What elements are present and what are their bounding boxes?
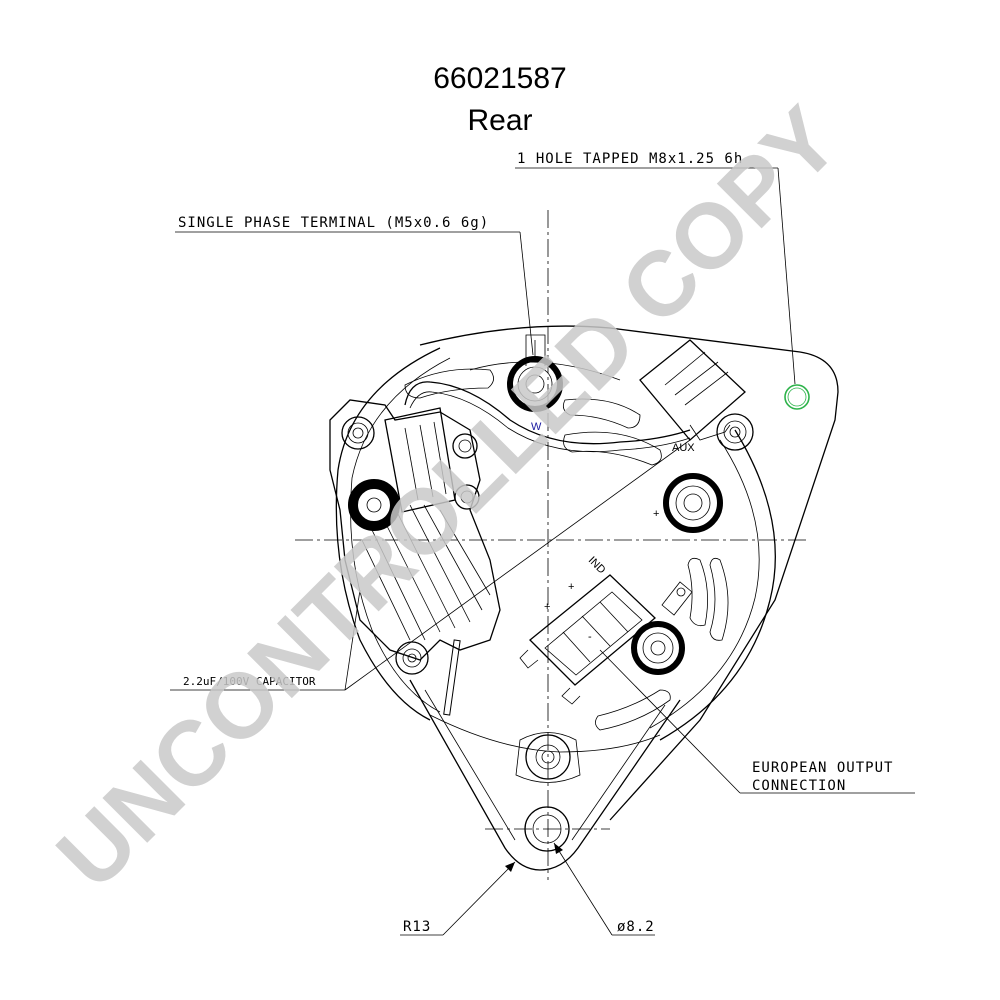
capacitor-callout: 2.2uF/100V CAPACITOR: [183, 675, 316, 688]
part-number-title: 66021587: [433, 62, 566, 95]
callout-texts: 1 HOLE TAPPED M8x1.25 6h SINGLE PHASE TE…: [178, 151, 893, 935]
plus-label-b: +: [653, 508, 659, 520]
terminal-markings: AUX + IND + + -: [544, 442, 695, 643]
leader-lines: [170, 167, 915, 936]
housing-outline: [335, 325, 839, 871]
top-connector: [639, 339, 746, 441]
plus-label-left: +: [544, 601, 550, 613]
aux-label: AUX: [672, 442, 695, 454]
ind-label: IND: [586, 554, 608, 576]
lower-right-terminal: [631, 621, 685, 675]
watermark: UNCONTROLLED COPY: [38, 88, 858, 908]
european-output-connector: [519, 574, 656, 705]
ind-tab: [661, 581, 693, 616]
single-phase-callout: SINGLE PHASE TERMINAL (M5x0.6 6g): [178, 215, 489, 231]
european-output-line1: EUROPEAN OUTPUT: [752, 760, 893, 776]
w-terminal: W: [507, 334, 563, 433]
w-label: W: [531, 421, 542, 433]
fasteners: W: [341, 334, 810, 852]
hole-tapped-callout: 1 HOLE TAPPED M8x1.25 6h: [517, 151, 743, 167]
aux-wire: [404, 381, 691, 453]
bolt-top-left: [341, 416, 375, 450]
bolt-top-right: [716, 413, 754, 451]
minus-label: -: [588, 631, 592, 643]
diameter-callout: ø8.2: [617, 919, 655, 935]
center-lines: [295, 210, 810, 880]
mounting-hole: [524, 806, 570, 852]
b-plus-terminal: [663, 473, 723, 533]
bolt-lower-left: [395, 641, 429, 675]
plus-label-ind: +: [568, 581, 574, 593]
tapped-hole-marker: [784, 384, 810, 410]
radius-callout: R13: [403, 919, 431, 935]
regulator-post: [348, 479, 400, 531]
view-title: Rear: [467, 104, 532, 137]
bolt-bottom-center: [515, 732, 581, 783]
european-output-line2: CONNECTION: [752, 778, 846, 794]
regulator-screws: [452, 433, 480, 510]
